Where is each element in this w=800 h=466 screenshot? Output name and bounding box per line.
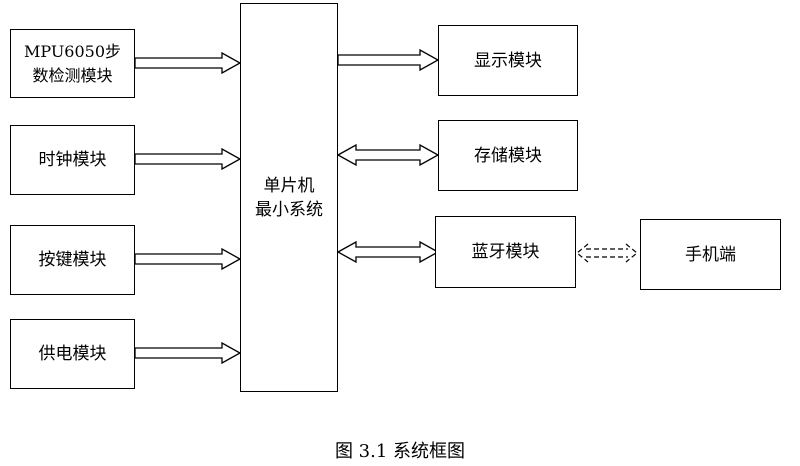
bluetooth-module-label: 蓝牙模块	[471, 242, 540, 262]
arrow-keys-to-mcu	[134, 247, 242, 271]
power-module: 供电模块	[10, 319, 135, 389]
clock-module: 时钟模块	[10, 125, 135, 195]
arrow-power-to-mcu	[134, 341, 242, 365]
arrow-bluetooth-phone-dashed	[576, 243, 638, 263]
mpu6050-step-module-label: MPU6050步数检测模块	[23, 41, 122, 85]
mcu-label-line2: 最小系统	[255, 199, 323, 220]
phone-terminal: 手机端	[640, 219, 781, 290]
display-module: 显示模块	[438, 25, 578, 96]
display-module-label: 显示模块	[474, 50, 542, 71]
clock-module-label: 时钟模块	[38, 150, 107, 170]
figure-caption: 图 3.1 系统框图	[334, 441, 466, 462]
arrow-mcu-storage	[336, 143, 440, 167]
storage-module-label: 存储模块	[474, 145, 542, 166]
arrow-mpu-to-mcu	[134, 51, 242, 75]
power-module-label: 供电模块	[38, 344, 107, 364]
phone-terminal-label: 手机端	[685, 244, 736, 265]
keys-module: 按键模块	[10, 225, 135, 295]
bluetooth-module: 蓝牙模块	[435, 216, 576, 288]
mcu-label-line1: 单片机	[263, 175, 315, 196]
mcu-minimum-system: 单片机 最小系统	[240, 3, 338, 392]
arrow-mcu-to-display	[337, 48, 440, 72]
arrow-clock-to-mcu	[134, 147, 242, 171]
storage-module: 存储模块	[438, 120, 578, 191]
arrow-mcu-bluetooth	[336, 240, 440, 264]
keys-module-label: 按键模块	[38, 250, 107, 270]
mpu6050-step-module: MPU6050步数检测模块	[10, 29, 135, 98]
